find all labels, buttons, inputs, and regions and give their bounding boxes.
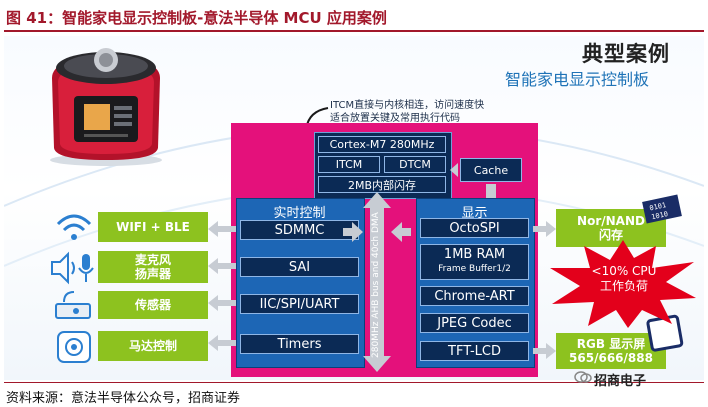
speaker-label: 扬声器 — [134, 267, 171, 281]
ram-label: 1MB RAM — [443, 247, 506, 262]
rgb-format-label: 565/666/888 — [569, 351, 653, 365]
case-heading: 典型案例 — [582, 42, 670, 66]
sensor-label: 传感器 — [134, 298, 171, 312]
tft-lcd-block: TFT-LCD — [420, 341, 529, 361]
chip-bits-row1: 0101 — [649, 201, 667, 212]
wifi-ble-label: WIFI + BLE — [116, 220, 190, 234]
itcm-note-line1: ITCM直接与内核相连，访问速度快 — [330, 100, 485, 111]
cpu-load-starburst — [550, 240, 696, 328]
memory-chip-icon: 0101 1010 — [642, 194, 682, 224]
source-note: 资料来源：意法半导体公众号，招商证券 — [6, 391, 241, 406]
ram-block: 1MB RAM Frame Buffer1/2 — [420, 244, 529, 280]
rgb-display-box: RGB 显示屏 565/666/888 — [556, 333, 666, 369]
chip-bits-row2: 1010 — [651, 210, 669, 221]
case-subheading: 智能家电显示控制板 — [505, 70, 650, 89]
sai-block: SAI — [240, 257, 359, 277]
sensor-icon — [55, 291, 91, 319]
nor-nand-label: Nor/NAND — [577, 214, 645, 228]
rice-cooker-image — [50, 48, 162, 166]
motor-icon — [57, 331, 91, 363]
itcm-block: ITCM — [318, 156, 380, 173]
sensor-box: 传感器 — [98, 291, 208, 319]
rgb-display-label: RGB 显示屏 — [576, 337, 646, 351]
cpu-load-text: <10% CPU 工作负荷 — [576, 264, 672, 294]
footer-rule — [4, 382, 704, 383]
mic-label: 麦克风 — [134, 253, 171, 267]
motor-control-box: 马达控制 — [98, 331, 208, 361]
figure-title: 图 41：智能家电显示控制板-意法半导体 MCU 应用案例 — [6, 9, 387, 27]
title-rule — [4, 30, 704, 32]
sdmmc-block: SDMMC — [240, 220, 359, 240]
jpeg-codec-block: JPEG Codec — [420, 313, 529, 333]
brand-logo-icon — [574, 371, 592, 383]
brand-name: 招商电子 — [594, 374, 647, 389]
itcm-note: ITCM直接与内核相连，访问速度快 适合放置关键及常用执行代码 — [330, 99, 484, 125]
octospi-block: OctoSPI — [420, 218, 529, 238]
timers-block: Timers — [240, 334, 359, 354]
cpu-core-label: Cortex-M7 280MHz — [318, 136, 446, 153]
display-title: 显示 — [461, 206, 488, 221]
wifi-icon — [56, 214, 92, 240]
dtcm-block: DTCM — [384, 156, 446, 173]
mic-speaker-box: 麦克风 扬声器 — [98, 251, 208, 283]
internal-flash-block: 2MB内部闪存 — [318, 176, 446, 193]
frame-buffer-label: Frame Buffer1/2 — [438, 264, 511, 274]
speaker-microphone-icon — [51, 251, 94, 285]
cpu-load-line1: <10% CPU — [591, 264, 657, 278]
motor-control-label: 马达控制 — [128, 339, 177, 353]
iic-spi-uart-block: IIC/SPI/UART — [240, 294, 359, 314]
cpu-load-line2: 工作负荷 — [599, 279, 648, 293]
wifi-ble-box: WIFI + BLE — [98, 212, 208, 242]
realtime-control-title: 实时控制 — [273, 206, 326, 221]
flash-label: 闪存 — [598, 228, 623, 242]
itcm-note-line2: 适合放置关键及常用执行代码 — [330, 113, 460, 124]
cache-block: Cache — [460, 158, 522, 182]
chrome-art-block: Chrome-ART — [420, 286, 529, 306]
bus-arrow — [363, 192, 391, 372]
